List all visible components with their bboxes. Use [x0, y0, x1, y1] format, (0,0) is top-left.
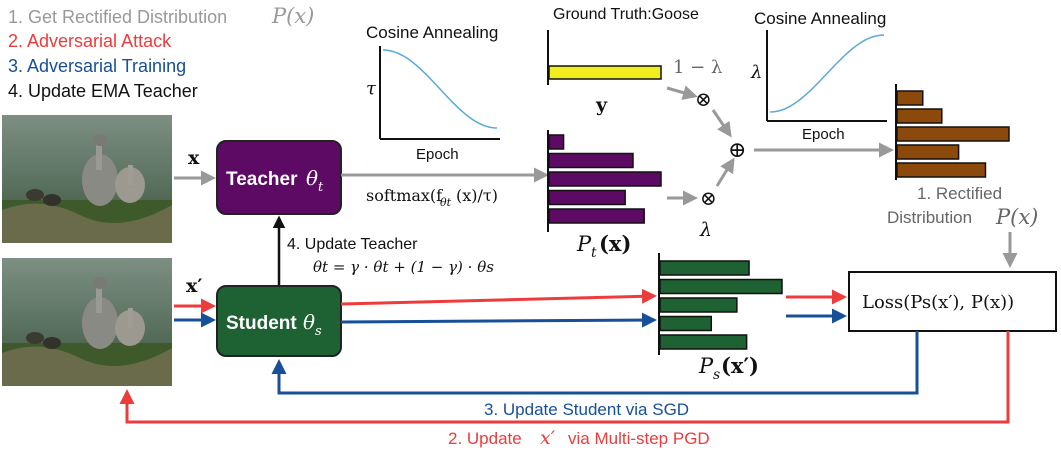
- ps-label: P: [698, 354, 714, 378]
- teacher-pt-bar-0: [548, 134, 565, 150]
- cosine-lambda-xlabel: Epoch: [802, 126, 845, 143]
- step1-text: 1. Get Rectified Distribution: [8, 7, 227, 27]
- loss-text: Loss(Ps(x′), P(x)): [862, 292, 1014, 313]
- student-box: Student θ s: [216, 285, 342, 357]
- ground-truth-title: Ground Truth:Goose: [553, 6, 699, 23]
- sgd-label: 3. Update Student via SGD: [484, 400, 689, 419]
- svg-text:x′: x′: [540, 427, 556, 449]
- mult-bottom-to-plus-arrow: [715, 157, 735, 187]
- lambda-label: λ: [699, 219, 712, 241]
- multiply-top-icon: ⊗: [695, 87, 712, 111]
- teacher-pt-bar-1: [548, 152, 634, 169]
- rectified-bar-4: [896, 162, 987, 178]
- pt-sub: t: [591, 245, 597, 261]
- rectified-bar-2: [896, 126, 1010, 142]
- ground-truth-y: y: [595, 94, 608, 116]
- rectified-line1: 1. Rectified: [917, 184, 1002, 203]
- cosine-tau-curve: [382, 49, 498, 129]
- pgd-feedback-arrow: [119, 331, 1010, 424]
- cosine-annealing-lambda: Cosine Annealing λ Epoch: [750, 9, 887, 143]
- student-ps-bar-1: [659, 278, 783, 295]
- step1-math: P(x): [271, 4, 314, 28]
- student-ps-bar-0: [659, 260, 750, 276]
- update-teacher: 4. Update Teacher θt = γ · θt + (1 − γ) …: [272, 215, 494, 286]
- plus-icon: ⊕: [728, 138, 746, 163]
- rectified-line2: Distribution: [887, 208, 972, 227]
- cosine-lambda-title: Cosine Annealing: [754, 9, 886, 28]
- x-prime-label: x′: [186, 275, 202, 297]
- teacher-pt-bar-3: [548, 189, 626, 206]
- pt-arg: (x): [599, 231, 631, 256]
- teacher-pt-bar-2: [548, 171, 662, 187]
- student-to-ps-blue-arrow: [340, 312, 657, 328]
- cosine-tau-title: Cosine Annealing: [366, 23, 498, 42]
- student-ps-bar-4: [659, 334, 748, 350]
- update-teacher-formula: θt = γ · θt + (1 − γ) · θs: [313, 258, 494, 276]
- cosine-lambda-curve: [769, 34, 885, 113]
- pgd-label: 2. Update x′ via Multi-step PGD: [448, 427, 710, 449]
- step2-text: 2. Adversarial Attack: [8, 31, 172, 51]
- student-ps-bar-2: [659, 297, 738, 313]
- gt-to-mult-arrow: [666, 85, 698, 100]
- svg-text:θt: θt: [440, 196, 452, 209]
- svg-text:(x)/τ): (x)/τ): [456, 186, 498, 205]
- ground-truth-bar-0: [548, 65, 662, 80]
- cosine-annealing-tau: Cosine Annealing τ Epoch: [366, 23, 500, 163]
- multiply-bottom-icon: ⊗: [700, 186, 717, 210]
- student-label: Student: [226, 313, 297, 334]
- svg-text:2. Update: 2. Update: [448, 429, 522, 448]
- student-theta-sub: s: [315, 324, 322, 339]
- teacher-box: Teacher θ t: [216, 140, 342, 215]
- one-minus-lambda-label: 1 − λ: [673, 57, 722, 78]
- sgd-feedback-arrow: [271, 331, 919, 395]
- student-to-ps-red-arrow: [340, 288, 657, 306]
- rectified-bar-1: [896, 108, 943, 124]
- rectified-math: P(x): [995, 205, 1038, 229]
- ground-truth-hist: Ground Truth:Goose y: [547, 6, 699, 116]
- cosine-lambda-ylabel: λ: [750, 62, 762, 83]
- ps-arg: (x′): [721, 353, 759, 378]
- teacher-theta-sub: t: [318, 180, 324, 195]
- student-hist: P s (x′): [658, 253, 783, 383]
- cosine-tau-ylabel: τ: [366, 78, 377, 99]
- svg-text:softmax(f: softmax(f: [366, 186, 443, 205]
- loss-box: Loss(Ps(x′), P(x)): [848, 271, 1057, 332]
- rectified-bar-0: [896, 90, 924, 106]
- student-ps-bar-3: [659, 315, 712, 332]
- x-label: x: [188, 147, 200, 169]
- pt-label: P: [576, 232, 592, 256]
- softmax-label: softmax(f θt (x)/τ): [366, 186, 498, 209]
- step4-text: 4. Update EMA Teacher: [8, 81, 198, 101]
- input-image-clean: [2, 115, 172, 243]
- mix-operators: 1 − λ ⊗ ⊕ ⊗ λ: [666, 57, 894, 241]
- teacher-theta: θ: [306, 166, 318, 190]
- rectified-hist: 1. Rectified Distribution P(x): [887, 84, 1038, 268]
- teacher-hist: P t (x): [547, 130, 662, 261]
- svg-text:via Multi-step PGD: via Multi-step PGD: [568, 429, 710, 448]
- ps-sub: s: [713, 367, 720, 383]
- steps-legend: 1. Get Rectified Distribution P(x) 2. Ad…: [8, 4, 314, 101]
- update-teacher-title: 4. Update Teacher: [287, 236, 418, 253]
- teacher-label: Teacher: [226, 169, 298, 190]
- rectified-bar-3: [896, 144, 960, 160]
- student-theta: θ: [303, 310, 315, 334]
- input-image-adversarial: [2, 258, 172, 386]
- mult-top-to-plus-arrow: [711, 109, 732, 138]
- teacher-pt-bar-4: [548, 208, 645, 224]
- step3-text: 3. Adversarial Training: [8, 56, 186, 76]
- cosine-tau-xlabel: Epoch: [416, 146, 459, 163]
